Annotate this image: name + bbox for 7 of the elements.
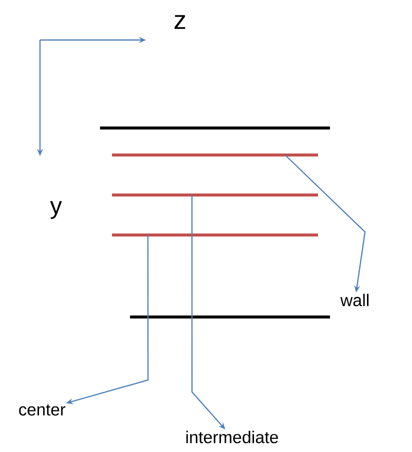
label-text: intermediate bbox=[186, 430, 278, 444]
layer-line bbox=[112, 234, 318, 236]
label-text: wall bbox=[340, 294, 368, 306]
axis-label: z bbox=[174, 15, 186, 29]
axis-label: y bbox=[50, 201, 62, 219]
label-text: center bbox=[19, 404, 66, 416]
layer-line bbox=[112, 194, 318, 196]
